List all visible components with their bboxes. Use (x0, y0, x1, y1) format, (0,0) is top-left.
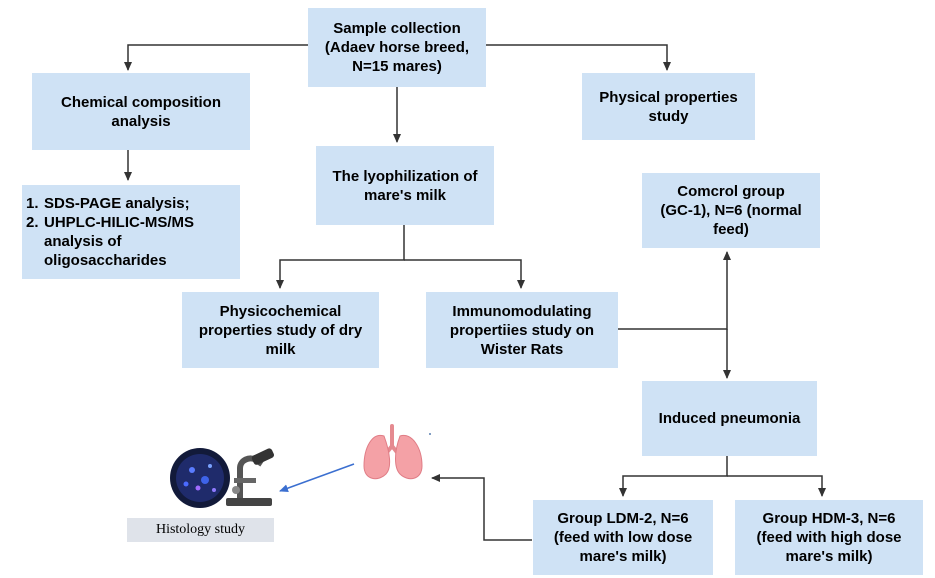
histology-study-label: Histology study (127, 518, 274, 542)
sample-collection-box: Sample collection(Adaev horse breed,N=15… (308, 8, 486, 87)
induced-pneumonia-box: Induced pneumonia (642, 381, 817, 456)
lungs-icon (363, 424, 431, 480)
analysis-list-box: 1.SDS-PAGE analysis; 2.UHPLC-HILIC-MS/MS… (22, 185, 240, 279)
list-item: 2.UHPLC-HILIC-MS/MS analysis of oligosac… (26, 214, 194, 269)
microscope-icon (170, 448, 275, 508)
list-item: 1.SDS-PAGE analysis; (26, 195, 190, 212)
